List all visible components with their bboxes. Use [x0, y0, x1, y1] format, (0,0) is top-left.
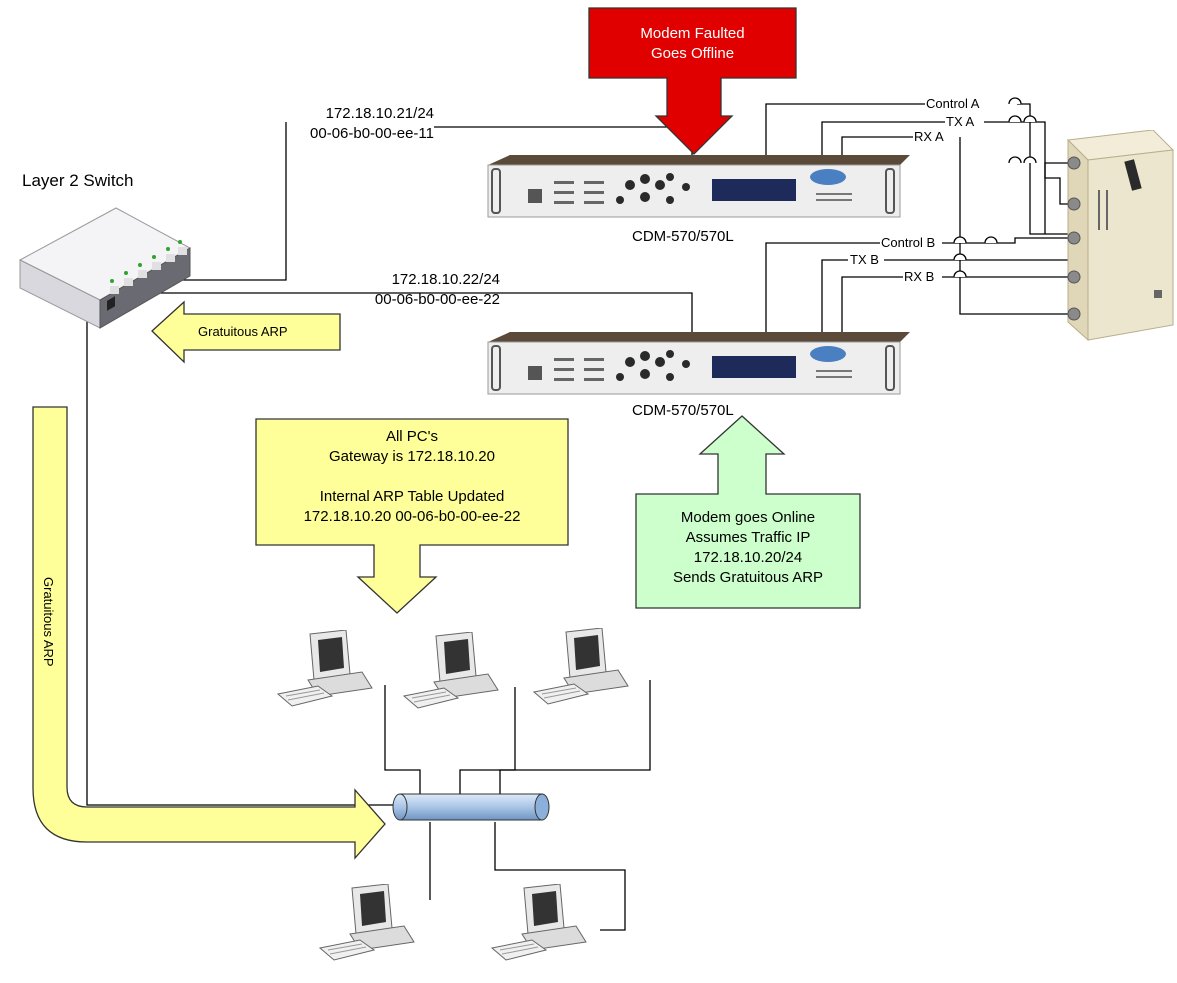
- redundancy-switch-icon: [1066, 130, 1175, 342]
- pcs-callout-text: All PC's Gateway is 172.18.10.20 Interna…: [256, 427, 568, 527]
- gratuitous-arp-side-label: Gratuitous ARP: [41, 577, 56, 667]
- modem-a-mac: 00-06-b0-00-ee-11: [310, 125, 434, 142]
- port-label-control-b: Control B: [881, 235, 936, 250]
- modem-a-address: 172.18.10.21/24 00-06-b0-00-ee-11: [272, 104, 434, 144]
- online-callout-arrow: [635, 415, 861, 609]
- fault-line1: Modem Faulted: [640, 25, 745, 42]
- online-line1: Modem goes Online: [680, 509, 816, 526]
- modem-b-ip: 172.18.10.22/24: [391, 271, 500, 288]
- pc-icon: [532, 628, 629, 705]
- pc-icon: [490, 884, 587, 961]
- pc-icon: [402, 632, 499, 709]
- modem-b-mac: 00-06-b0-00-ee-22: [374, 291, 500, 308]
- port-label-tx-a: TX A: [946, 114, 975, 129]
- gratuitous-arp-top-label: Gratuitous ARP: [198, 324, 288, 339]
- modem-a-icon: [487, 155, 910, 218]
- gratuitous-arp-side-arrow: [32, 406, 386, 860]
- pcs-line4: 172.18.10.20 00-06-b0-00-ee-22: [303, 508, 521, 525]
- pcs-line1: All PC's: [385, 428, 439, 445]
- fault-line2: Goes Offline: [650, 45, 735, 62]
- pcs-line3: Internal ARP Table Updated: [319, 488, 505, 505]
- port-label-control-a: Control A: [926, 96, 980, 111]
- modem-b-address: 172.18.10.22/24 00-06-b0-00-ee-22: [338, 270, 500, 310]
- fault-callout-text: Modem Faulted Goes Offline: [589, 24, 796, 64]
- modem-a-ip: 172.18.10.21/24: [325, 105, 434, 122]
- modem-b-icon: [487, 332, 910, 395]
- modem-a-model: CDM-570/570L: [632, 228, 734, 245]
- port-label-rx-b: RX B: [904, 269, 935, 284]
- switch-label: Layer 2 Switch: [22, 171, 134, 190]
- pc-icon: [318, 884, 415, 961]
- online-callout-text: Modem goes Online Assumes Traffic IP 172…: [636, 508, 860, 588]
- network-hub-icon: [392, 793, 550, 821]
- modem-b-model: CDM-570/570L: [632, 402, 734, 419]
- pcs-callout-arrow: [255, 418, 569, 614]
- pc-icon: [276, 630, 373, 707]
- online-line4: Sends Gratuitous ARP: [672, 569, 824, 586]
- online-line3: 172.18.10.20/24: [693, 549, 803, 566]
- port-label-rx-a: RX A: [914, 129, 944, 144]
- pcs-line2: Gateway is 172.18.10.20: [329, 448, 495, 465]
- gratuitous-arp-top-arrow: [151, 300, 341, 364]
- online-line2: Assumes Traffic IP: [685, 529, 811, 546]
- layer2-switch-icon: [18, 207, 192, 329]
- port-label-tx-b: TX B: [850, 252, 879, 267]
- fault-callout-arrow: [588, 7, 797, 155]
